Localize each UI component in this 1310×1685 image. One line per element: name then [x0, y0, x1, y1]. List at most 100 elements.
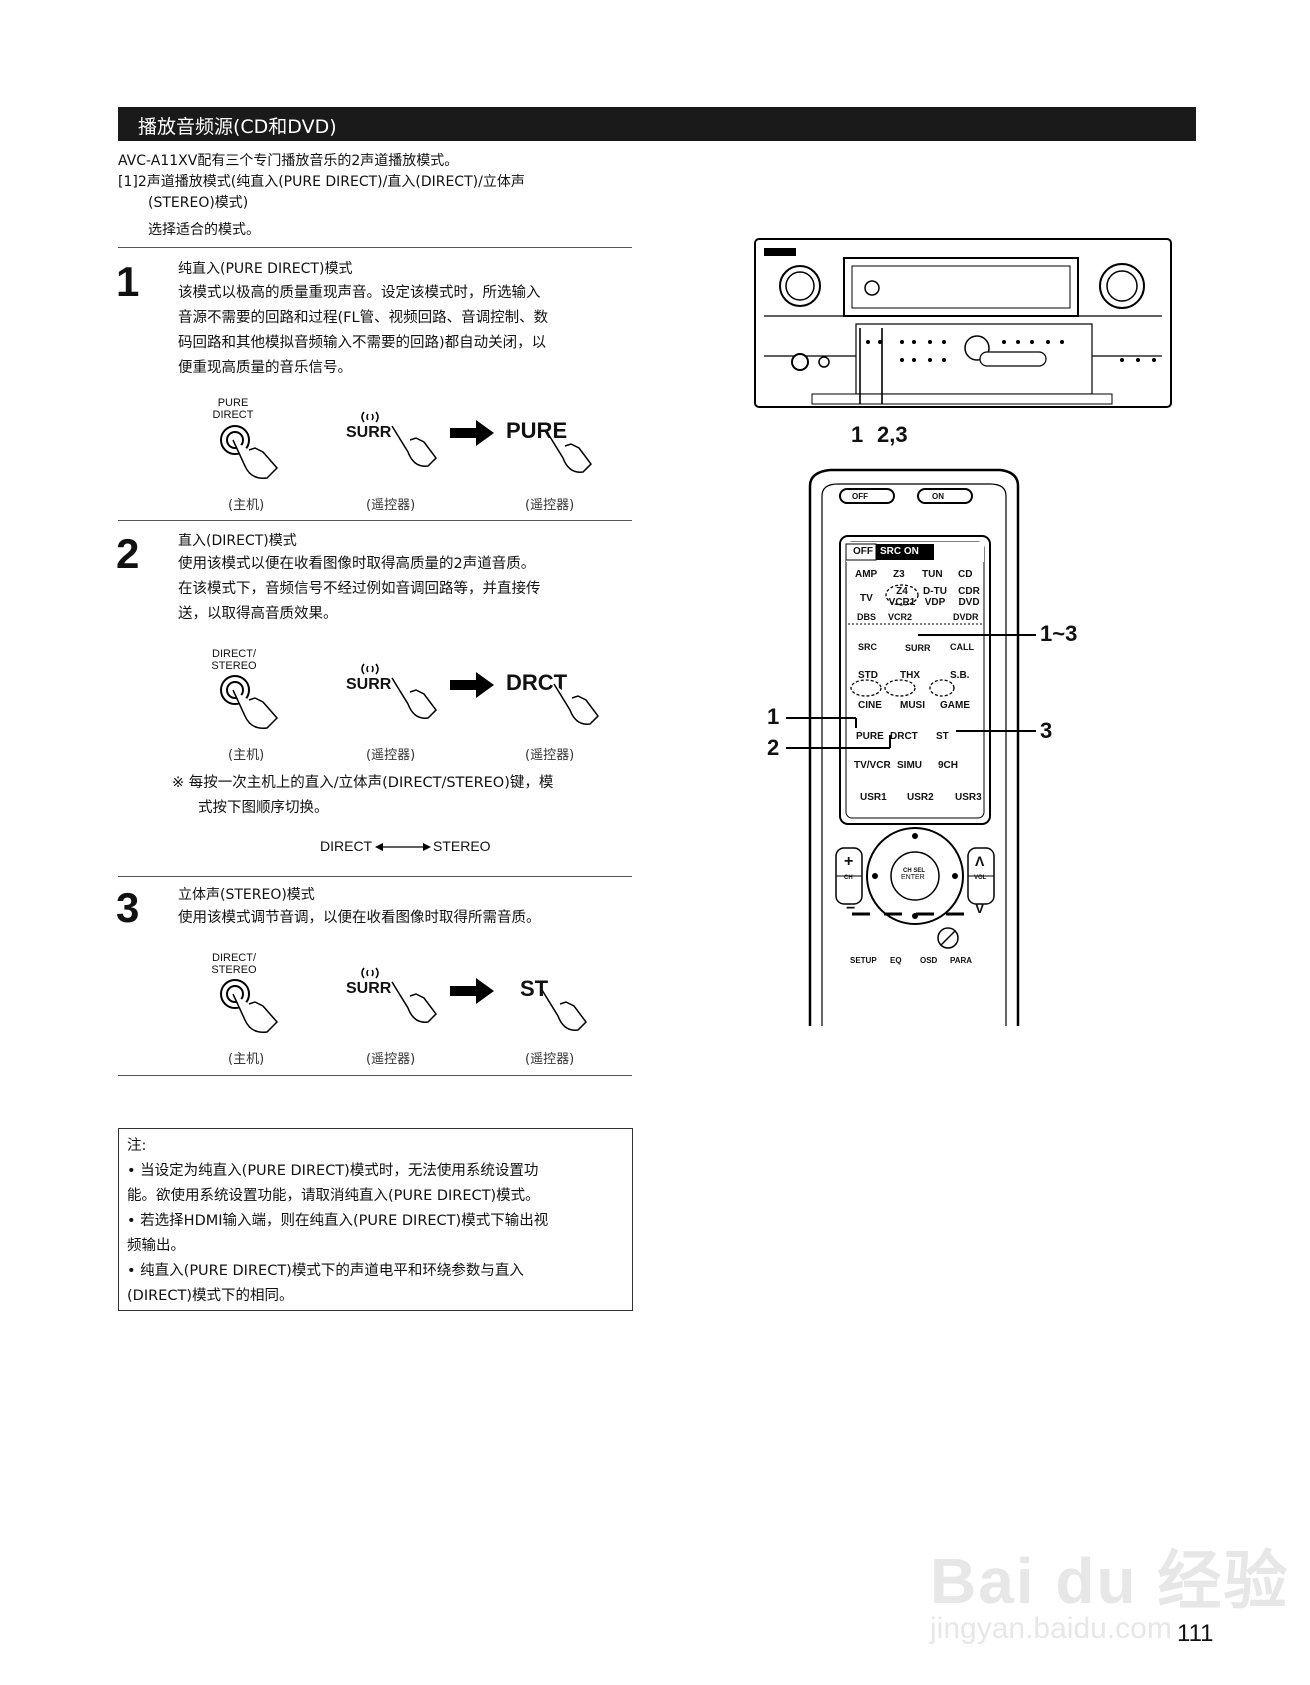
remote-btn-tv-vcr[interactable]: TV/VCR: [854, 760, 891, 771]
remote-btn-st[interactable]: ST: [936, 731, 949, 742]
hand-press-icon: [391, 981, 437, 1023]
remote-btn-usr3[interactable]: USR3: [955, 792, 982, 803]
remote-btn-vcr2[interactable]: VCR2: [888, 612, 913, 622]
divider: [118, 876, 632, 877]
remote-btn-dtu-vdp[interactable]: D-TU VDP: [923, 586, 947, 608]
ch-minus-button[interactable]: −: [846, 900, 856, 917]
callout-2: 2: [767, 735, 780, 760]
remote-btn-thx[interactable]: THX: [900, 670, 920, 681]
ch-label: CH: [844, 875, 853, 881]
remote-label: (遥控器): [366, 498, 416, 513]
step-2-line-3: 送，以取得高音质效果。: [178, 606, 338, 622]
vol-label: VOL: [974, 875, 987, 881]
hand-press-button-icon: [220, 675, 279, 729]
remote-btn-std[interactable]: STD: [858, 670, 878, 681]
page-number: 111: [1177, 1620, 1214, 1647]
main-unit-label: (主机): [228, 1052, 265, 1067]
hand-press-icon: [553, 683, 599, 725]
arrow-right-icon: [450, 672, 494, 698]
step-3-line-1: 使用该模式调节音调，以便在收看图像时取得所需音质。: [178, 910, 541, 926]
remote-btn-pure[interactable]: PURE: [856, 731, 884, 742]
step-1-number: 1: [116, 258, 140, 305]
surround-waves-icon: [361, 967, 379, 979]
remote-btn-dvdr[interactable]: DVDR: [953, 612, 979, 622]
remote-btn-tv[interactable]: TV: [860, 593, 873, 604]
step-3-title: 立体声(STEREO)模式: [178, 887, 315, 903]
receiver-callout-1: 1: [851, 422, 864, 447]
step-2-title: 直入(DIRECT)模式: [178, 533, 297, 549]
note-line: • 若选择HDMI输入端，则在纯直入(PURE DIRECT)模式下输出视: [127, 1213, 549, 1229]
vol-up-button[interactable]: Λ: [975, 853, 985, 869]
watermark-logo: Bai du 经验: [930, 1545, 1290, 1617]
note-line: • 纯直入(PURE DIRECT)模式下的声道电平和环绕参数与直入: [127, 1263, 524, 1279]
step-1-title: 纯直入(PURE DIRECT)模式: [178, 261, 353, 277]
cycle-stereo: STEREO: [433, 838, 491, 854]
remote-btn-musi[interactable]: MUSI: [900, 700, 925, 711]
receiver-illustration: [754, 238, 1172, 408]
remote-btn-9ch[interactable]: 9CH: [938, 760, 959, 771]
callout-1-3: 1~3: [1040, 621, 1078, 646]
step-3-number: 3: [116, 884, 140, 931]
callout-1: 1: [767, 704, 780, 729]
step-2-line-1: 使用该模式以便在收看图像时取得高质量的2声道音质。: [178, 556, 536, 572]
vol-down-button[interactable]: V: [975, 900, 985, 916]
step-1-line-4: 便重现高质量的音乐信号。: [178, 360, 352, 376]
tab-off[interactable]: OFF: [853, 546, 873, 557]
watermark-url: jingyan.baidu.com: [930, 1612, 1172, 1645]
remote-btn-simu[interactable]: SIMU: [897, 760, 922, 771]
ch-plus-button[interactable]: +: [844, 853, 854, 870]
pure-target-label: PURE: [506, 418, 568, 443]
cycle-direct: DIRECT: [320, 838, 373, 854]
step-1-line-3: 码回路和其他模拟音频输入不需要的回路)都自动关闭，以: [178, 335, 547, 351]
remote-btn-dbs[interactable]: DBS: [857, 612, 877, 622]
enter-button[interactable]: ENTER: [901, 874, 925, 881]
note-line: 能。欲使用系统设置功能，请取消纯直入(PURE DIRECT)模式。: [127, 1188, 540, 1204]
remote-btn-surr[interactable]: SURR: [905, 643, 931, 653]
remote-btn-z3[interactable]: Z3: [893, 569, 905, 580]
remote-btn-amp[interactable]: AMP: [855, 569, 878, 580]
step-2-note-1: ※ 每按一次主机上的直入/立体声(DIRECT/STEREO)键，模: [172, 775, 554, 791]
note-title: 注:: [127, 1138, 147, 1154]
intro-line-4: 选择适合的模式。: [148, 222, 260, 238]
hand-press-icon: [391, 677, 437, 719]
remote-label: (遥控器): [525, 1052, 575, 1067]
osd-button[interactable]: OSD: [920, 956, 938, 965]
remote-btn-z4-vcr1[interactable]: Z4 VCR1: [888, 586, 916, 608]
eq-button[interactable]: EQ: [890, 956, 902, 965]
arrow-right-icon: [450, 420, 494, 446]
remote-btn-tun[interactable]: TUN: [922, 569, 943, 580]
divider: [118, 247, 632, 248]
intro-line-2: [1]2声道播放模式(纯直入(PURE DIRECT)/直入(DIRECT)/立…: [118, 174, 525, 190]
surround-waves-icon: [361, 663, 379, 675]
callout-3: 3: [1040, 718, 1053, 743]
setup-button[interactable]: SETUP: [850, 956, 877, 965]
remote-off-button[interactable]: OFF: [852, 492, 868, 501]
note-box: 注: • 当设定为纯直入(PURE DIRECT)模式时，无法使用系统设置功 能…: [118, 1128, 633, 1311]
tab-src-on[interactable]: SRC ON: [880, 546, 919, 557]
callout-lines: [786, 634, 1036, 749]
note-line: • 当设定为纯直入(PURE DIRECT)模式时，无法使用系统设置功: [127, 1163, 539, 1179]
remote-btn-game[interactable]: GAME: [940, 700, 970, 711]
remote-btn-src[interactable]: SRC: [858, 642, 878, 652]
section-title: 播放音频源(CD和DVD): [138, 116, 337, 138]
hand-press-icon: [391, 425, 437, 467]
st-target-label: ST: [520, 976, 549, 1001]
remote-btn-sb[interactable]: S.B.: [950, 670, 970, 681]
remote-label: (遥控器): [366, 1052, 416, 1067]
hand-press-button-icon: [220, 425, 279, 479]
remote-btn-usr1[interactable]: USR1: [860, 792, 887, 803]
hand-press-button-icon: [220, 979, 279, 1033]
para-button[interactable]: PARA: [950, 956, 973, 965]
remote-btn-drct[interactable]: DRCT: [890, 731, 918, 742]
remote-btn-cd[interactable]: CD: [958, 569, 973, 580]
drct-target-label: DRCT: [506, 670, 568, 695]
step-2-line-2: 在该模式下，音频信号不经过例如音调回路等，并直接传: [178, 581, 541, 597]
remote-btn-usr2[interactable]: USR2: [907, 792, 934, 803]
remote-on-button[interactable]: ON: [932, 492, 944, 501]
remote-btn-cine[interactable]: CINE: [858, 700, 882, 711]
remote-btn-call[interactable]: CALL: [950, 642, 974, 652]
hand-press-icon: [541, 989, 587, 1031]
remote-label: (遥控器): [525, 498, 575, 513]
remote-btn-cdr-dvd[interactable]: CDR DVD: [958, 586, 980, 608]
